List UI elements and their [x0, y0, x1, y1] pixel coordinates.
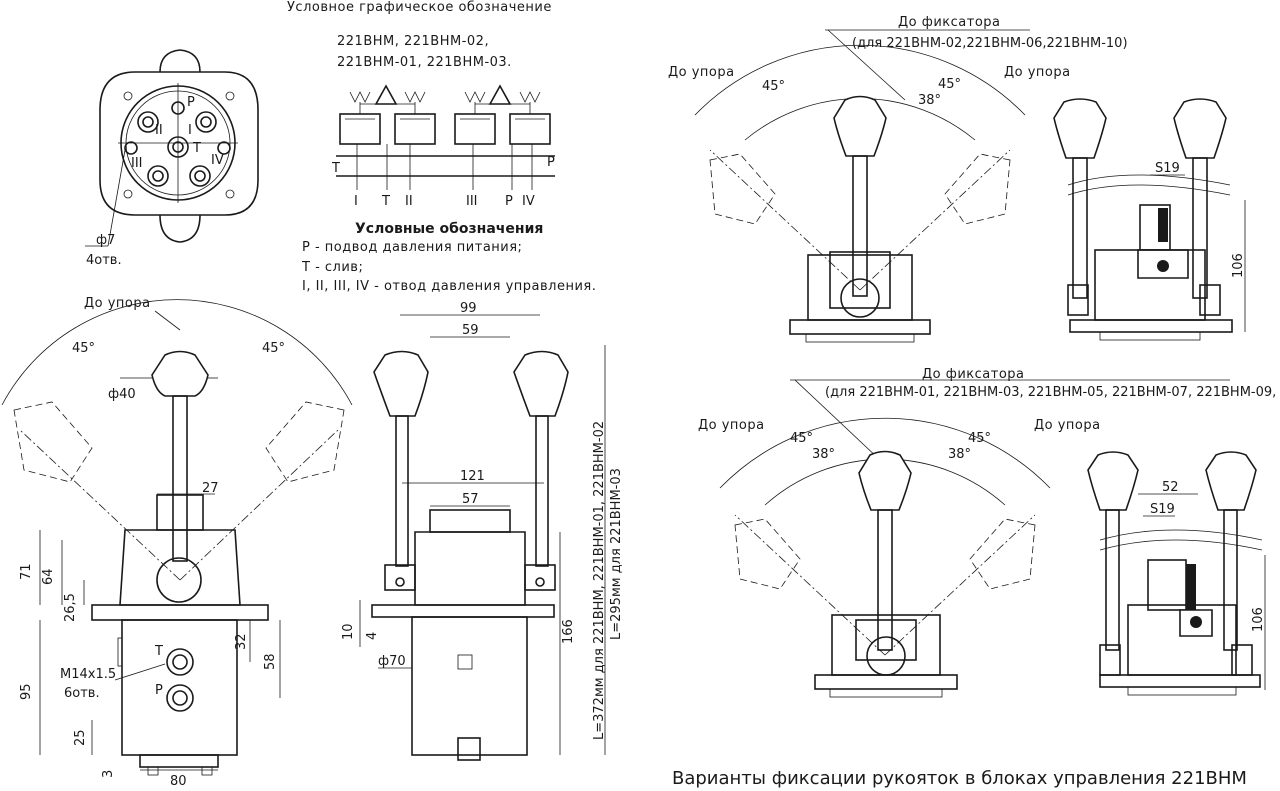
variant-top-s19: S19: [1155, 161, 1180, 176]
symbol-port-p: P: [547, 155, 555, 170]
port-label-iii: III: [131, 156, 143, 171]
hole-diameter-label: ф7: [96, 233, 115, 248]
symbol-line-p: P: [505, 194, 513, 209]
port-label-ii: II: [155, 123, 163, 138]
dim-26-5: 26,5: [63, 593, 78, 622]
hole-count-label: 4отв.: [86, 253, 122, 268]
symbol-line-ii: II: [405, 194, 413, 209]
dim-59: 59: [462, 323, 479, 338]
models-line-2: 221ВНМ-01, 221ВНМ-03.: [337, 55, 512, 70]
front-port-t: T: [154, 644, 163, 659]
symbol-title: Условное графическое обозначение: [287, 0, 552, 15]
symbol-line-t: T: [381, 194, 390, 209]
port-label-iv: IV: [211, 153, 224, 168]
variant-bottom-dim-52: 52: [1162, 480, 1179, 495]
variant-bottom-angle-r38: 38°: [948, 447, 971, 462]
front-angle-right: 45°: [262, 341, 285, 356]
length-note-1: L=372мм для 221ВНМ, 221ВНМ-01, 221ВНМ-02: [592, 421, 607, 740]
thread-label: М14х1.5: [60, 667, 116, 682]
variant-bottom-dim-106: 106: [1251, 607, 1266, 632]
dim-57: 57: [462, 492, 479, 507]
variant-top-detent-label: До фиксатора: [898, 15, 1001, 30]
variant-top-detent-note: (для 221ВНМ-02,221ВНМ-06,221ВНМ-10): [852, 36, 1128, 51]
thread-count-label: 6отв.: [64, 686, 100, 701]
port-label-p: P: [187, 95, 195, 110]
front-view: До упора 45° 45° ф40 27 T P 71 64 26,5: [1, 296, 353, 789]
variant-top-angle-r45: 45°: [938, 77, 961, 92]
dim-58: 58: [263, 653, 278, 670]
port-label-i: I: [188, 123, 192, 138]
dim-95: 95: [19, 683, 34, 700]
variant-bottom-angle-r45: 45°: [968, 431, 991, 446]
front-port-p: P: [155, 683, 163, 698]
variant-bottom-detent-note: (для 221ВНМ-01, 221ВНМ-03, 221ВНМ-05, 22…: [825, 385, 1280, 400]
dim-3: 3: [101, 770, 116, 778]
front-angle-left: 45°: [72, 341, 95, 356]
port-label-t: T: [192, 141, 201, 156]
dim-80: 80: [170, 774, 187, 789]
dim-25: 25: [73, 729, 88, 746]
legend: Условные обозначения Р - подвод давления…: [301, 221, 596, 294]
variant-top-stop-right: До упора: [1004, 65, 1071, 80]
legend-item-3: I, II, III, IV - отвод давления управлен…: [302, 279, 596, 294]
symbol-port-t: T: [331, 161, 340, 176]
dim-d70: ф70: [378, 654, 406, 669]
caption: Варианты фиксации рукояток в блоках упра…: [672, 768, 1247, 789]
variant-top-dim-106: 106: [1231, 253, 1246, 278]
legend-item-1: Р - подвод давления питания;: [302, 240, 522, 255]
symbol-line-iii: III: [466, 194, 478, 209]
variant-bottom-s19: S19: [1150, 502, 1175, 517]
dim-4: 4: [365, 632, 380, 640]
dim-32: 32: [234, 633, 249, 650]
dim-99: 99: [460, 301, 477, 316]
dim-64: 64: [41, 568, 56, 585]
variant-top-stop-left: До упора: [668, 65, 735, 80]
symbol-line-i: I: [354, 194, 358, 209]
dim-27: 27: [202, 481, 219, 496]
length-note-2: L=295мм для 221ВНМ-03: [609, 468, 624, 640]
legend-item-2: Т - слив;: [301, 260, 363, 275]
symbol-line-iv: IV: [522, 194, 535, 209]
variant-bottom-angle-l45: 45°: [790, 431, 813, 446]
variant-top-angle-l45: 45°: [762, 79, 785, 94]
legend-title: Условные обозначения: [355, 221, 543, 237]
top-view-flange: P II I T III IV ф7 4отв.: [85, 49, 259, 268]
variant-bottom-stop-right: До упора: [1034, 418, 1101, 433]
dim-71: 71: [19, 563, 34, 580]
front-stop-label: До упора: [84, 296, 151, 311]
variant-top: До фиксатора (для 221ВНМ-02,221ВНМ-06,22…: [668, 15, 1246, 343]
dim-166: 166: [561, 619, 576, 644]
dim-121: 121: [460, 469, 485, 484]
models-line-1: 221ВНМ, 221ВНМ-02,: [337, 34, 489, 49]
hydraulic-symbol: Условное графическое обозначение 221ВНМ,…: [287, 0, 555, 209]
side-view: 99 59 121 57 10 4 ф70 166 L=372мм для 22…: [341, 301, 624, 761]
dim-10: 10: [341, 623, 356, 640]
knob-diameter: ф40: [108, 387, 136, 402]
variant-bottom-angle-l38: 38°: [812, 447, 835, 462]
variant-bottom-detent-label: До фиксатора: [922, 367, 1025, 382]
variant-bottom: До фиксатора (для 221ВНМ-01, 221ВНМ-03, …: [698, 367, 1280, 698]
variant-bottom-stop-left: До упора: [698, 418, 765, 433]
variant-top-angle-38: 38°: [918, 93, 941, 108]
